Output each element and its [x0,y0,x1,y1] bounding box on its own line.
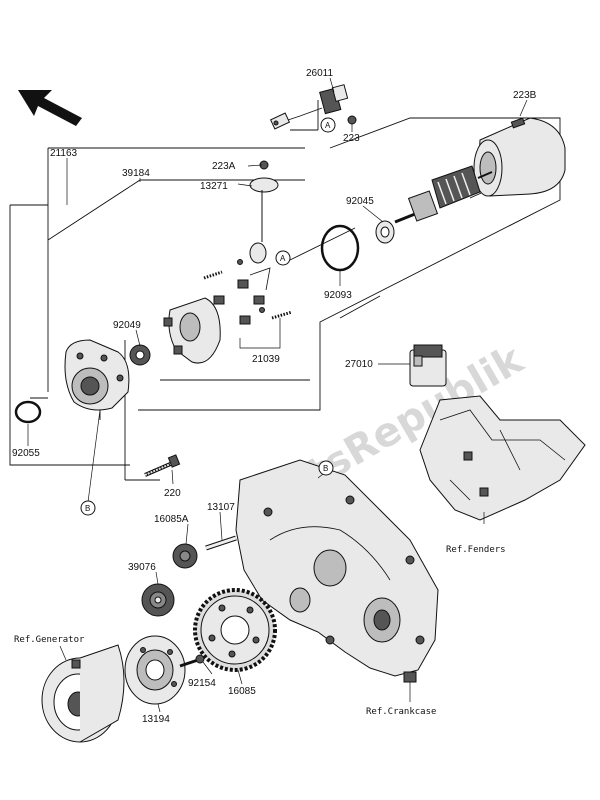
ref-crankcase-label[interactable]: Ref.Crankcase [366,707,436,717]
label-92045[interactable]: 92045 [346,196,374,207]
generator-rotor [41,644,125,743]
reduction-housing[interactable] [163,297,221,364]
direction-arrow-icon [18,90,82,126]
starter-armature[interactable] [394,165,493,224]
starter-motor-yoke[interactable] [473,117,566,197]
leader-lines [27,77,528,713]
gear-16085a[interactable] [172,543,198,569]
crankcase [235,459,439,683]
label-39076[interactable]: 39076 [128,562,156,573]
label-220[interactable]: 220 [164,488,181,499]
lead-wire-26011[interactable] [269,84,349,130]
gear-39076[interactable] [141,583,175,617]
o-ring-92093[interactable] [320,224,360,272]
svg-text:A: A [325,121,331,130]
label-92049[interactable]: 92049 [113,320,141,331]
bolt-220[interactable] [144,454,181,477]
plate-13271[interactable] [249,177,279,242]
starter-gear-16085[interactable] [193,588,277,672]
svg-text:B: B [323,464,328,473]
ref-fenders-label[interactable]: Ref.Fenders [446,545,506,555]
label-92093[interactable]: 92093 [324,290,352,301]
label-39184[interactable]: 39184 [122,168,150,179]
callout-a-upper: A [320,117,336,133]
callout-b-crankcase: B [318,460,334,476]
o-ring-92055[interactable] [14,400,42,424]
one-way-clutch-13194[interactable] [124,635,186,705]
label-223b[interactable]: 223B [513,90,537,101]
screw-92154[interactable] [179,654,205,668]
callout-b-cover: B [80,500,96,516]
oil-seal-92049[interactable] [129,344,151,366]
starter-front-cover[interactable] [64,339,130,411]
screw-223[interactable] [347,115,357,125]
starter-relay-27010[interactable] [409,344,447,387]
brush-holder-21039[interactable] [203,242,293,325]
svg-text:B: B [85,504,90,513]
label-21163[interactable]: 21163 [50,148,78,159]
shaft-13107[interactable] [205,535,237,551]
label-92154[interactable]: 92154 [188,678,216,689]
callout-a-lower: A [275,250,291,266]
label-16085[interactable]: 16085 [228,686,256,697]
label-92055[interactable]: 92055 [12,448,40,459]
label-16085a[interactable]: 16085A [154,514,189,525]
label-26011[interactable]: 26011 [306,68,334,79]
label-27010[interactable]: 27010 [345,359,373,370]
svg-text:A: A [280,254,286,263]
label-13194[interactable]: 13194 [142,714,170,725]
label-13107[interactable]: 13107 [207,502,235,513]
washer-92045[interactable] [375,220,395,244]
label-223[interactable]: 223 [343,133,360,144]
label-21039[interactable]: 21039 [252,354,280,365]
label-13271[interactable]: 13271 [200,181,228,192]
fender-bracket[interactable] [419,395,586,521]
ref-generator-label[interactable]: Ref.Generator [14,635,85,645]
label-223a[interactable]: 223A [212,161,236,172]
